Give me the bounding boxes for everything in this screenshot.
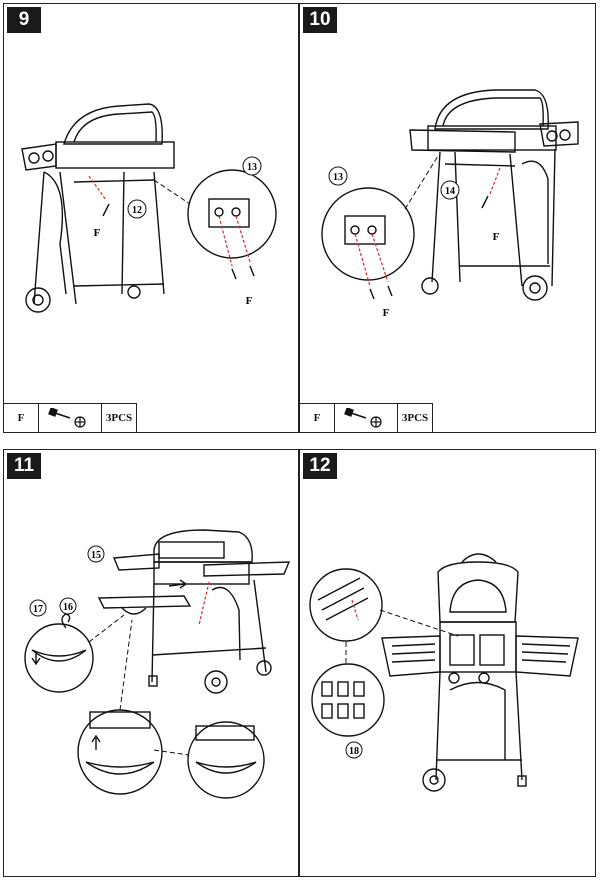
grill-lid <box>434 89 549 130</box>
callout-plate: 18 <box>349 746 359 757</box>
callout-hook: 16 <box>63 602 73 613</box>
legs <box>435 671 523 781</box>
callout-tray: 15 <box>91 550 101 561</box>
part-letter: F <box>4 404 39 432</box>
detail-magnifier <box>321 187 415 281</box>
step-number-badge: 10 <box>303 7 337 33</box>
side-shelf <box>21 143 57 171</box>
callout-screw-detail: F <box>383 307 390 319</box>
firebox <box>439 621 517 673</box>
part-quantity: 3PCS <box>398 404 433 432</box>
callout-screw-main: F <box>493 231 500 243</box>
grill-lid <box>153 529 253 563</box>
firebox <box>55 141 175 169</box>
callout-bracket: 13 <box>333 172 343 183</box>
step-11-panel: 11 <box>3 449 299 877</box>
screw-icon <box>39 404 102 432</box>
parts-list: F 3PCS <box>4 403 137 432</box>
callout-crossbar: 14 <box>445 186 455 197</box>
step-10-illustration: 13 14 F F <box>321 89 579 319</box>
part-letter: F <box>300 404 335 432</box>
grill-lid <box>63 103 163 145</box>
screw-icon <box>335 404 398 432</box>
parts-list: F 3PCS <box>300 403 433 432</box>
step-9-illustration: 13 12 F F <box>21 103 277 313</box>
step-10-panel: 10 <box>299 3 596 433</box>
step-11-illustration: 15 16 17 <box>24 529 291 799</box>
wheel <box>25 287 51 313</box>
step-number-badge: 12 <box>303 453 337 479</box>
legs <box>151 579 267 683</box>
detail-magnifier <box>187 169 277 259</box>
step-number-badge: 9 <box>7 7 41 33</box>
side-shelf <box>409 129 516 153</box>
left-legs <box>33 171 77 305</box>
callout-cup: 17 <box>33 604 43 615</box>
step-12-illustration: 18 <box>309 553 579 792</box>
wheel <box>422 768 446 792</box>
wheel <box>522 275 548 301</box>
side-shelf-left <box>381 635 441 677</box>
side-shelf-right <box>515 635 579 677</box>
step-12-panel: 12 <box>299 449 596 877</box>
part-quantity: 3PCS <box>102 404 137 432</box>
side-shelf-right <box>203 561 291 577</box>
right-legs <box>121 171 165 295</box>
right-legs <box>509 148 556 287</box>
callout-screw-detail: F <box>246 295 253 307</box>
callout-crossbar: 12 <box>132 205 142 216</box>
grease-tray <box>97 595 192 609</box>
step-9-panel: 9 <box>3 3 299 433</box>
callout-bracket: 13 <box>247 162 257 173</box>
wheel <box>204 670 228 694</box>
detail-plate-magnifier <box>309 568 383 642</box>
left-legs <box>431 151 461 283</box>
detail-heat-plate-magnifier <box>311 663 385 737</box>
detail-cup-magnifier <box>24 623 94 693</box>
side-shelf-left <box>112 553 160 571</box>
step-number-badge: 11 <box>7 453 41 479</box>
detail-installed-magnifier <box>187 721 265 799</box>
firebox <box>153 561 250 585</box>
callout-screw-main: F <box>94 227 101 239</box>
open-lid <box>437 561 519 623</box>
